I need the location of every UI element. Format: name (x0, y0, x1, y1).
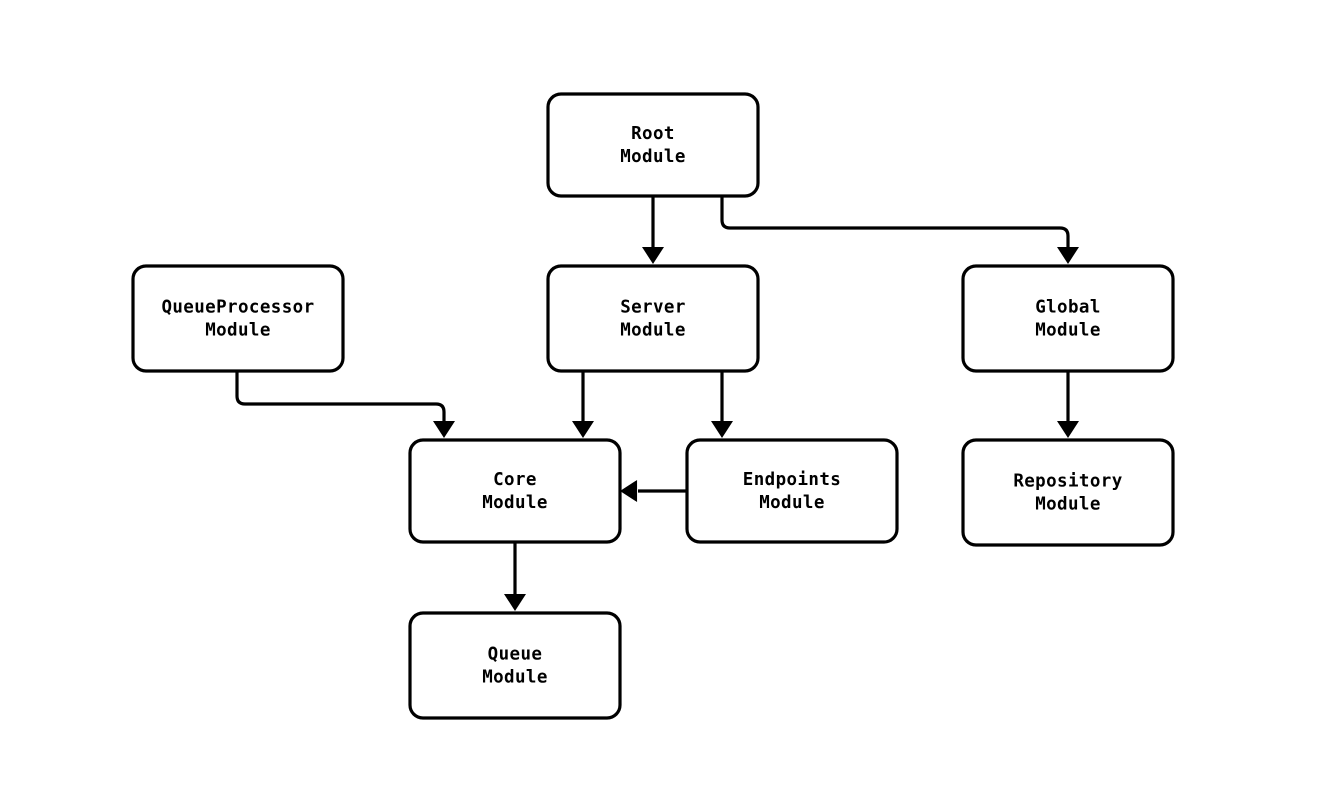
edge-core-queue (504, 542, 526, 611)
node-box-queueprocessor[interactable] (131, 264, 345, 373)
node-label-name-global: Global (1035, 298, 1101, 318)
node-label-suffix-queue: Module (482, 668, 548, 688)
node-box-endpoints[interactable] (685, 438, 899, 544)
edge-line-root-global (720, 196, 1070, 256)
edge-global-repository (1057, 371, 1079, 438)
node-label-name-queueprocessor: QueueProcessor (161, 298, 314, 318)
node-label-name-queue: Queue (488, 645, 543, 665)
edge-endpoints-core (620, 480, 687, 502)
node-label-suffix-endpoints: Module (759, 493, 825, 513)
arrowhead-icon-server-core (572, 420, 594, 438)
arrowhead-icon-server-endpoints (711, 420, 733, 438)
arrowhead-icon-root-global (1057, 246, 1079, 264)
arrowhead-icon-queueprocessor-core (433, 420, 455, 438)
node-box-queue[interactable] (408, 611, 622, 720)
node-label-name-repository: Repository (1013, 472, 1122, 492)
node-label-suffix-root: Module (620, 147, 686, 167)
node-box-repository[interactable] (961, 438, 1175, 547)
arrowhead-icon-core-queue (504, 593, 526, 611)
node-box-server[interactable] (546, 264, 760, 373)
node-box-global[interactable] (961, 264, 1175, 373)
node-label-suffix-server: Module (620, 321, 686, 341)
arrowhead-icon-root-server (642, 246, 664, 264)
node-label-name-endpoints: Endpoints (743, 470, 841, 490)
node-label-name-core: Core (493, 470, 537, 490)
edges-layer (235, 196, 1079, 611)
node-label-name-server: Server (620, 298, 686, 318)
edge-queueprocessor-core (235, 371, 455, 438)
node-box-core[interactable] (408, 438, 622, 544)
edge-root-server (642, 196, 664, 264)
edge-server-core (572, 371, 594, 438)
node-label-suffix-repository: Module (1035, 495, 1101, 515)
edge-line-queueprocessor-core (235, 371, 446, 430)
node-label-suffix-queueprocessor: Module (205, 321, 271, 341)
arrowhead-icon-global-repository (1057, 420, 1079, 438)
node-label-suffix-core: Module (482, 493, 548, 513)
node-box-root[interactable] (546, 92, 760, 198)
nodes-layer: RootModuleQueueProcessorModuleServerModu… (131, 92, 1175, 720)
node-label-name-root: Root (631, 124, 675, 144)
edge-root-global (720, 196, 1079, 264)
arrowhead-icon-endpoints-core (620, 480, 638, 502)
node-label-suffix-global: Module (1035, 321, 1101, 341)
edge-server-endpoints (711, 371, 733, 438)
